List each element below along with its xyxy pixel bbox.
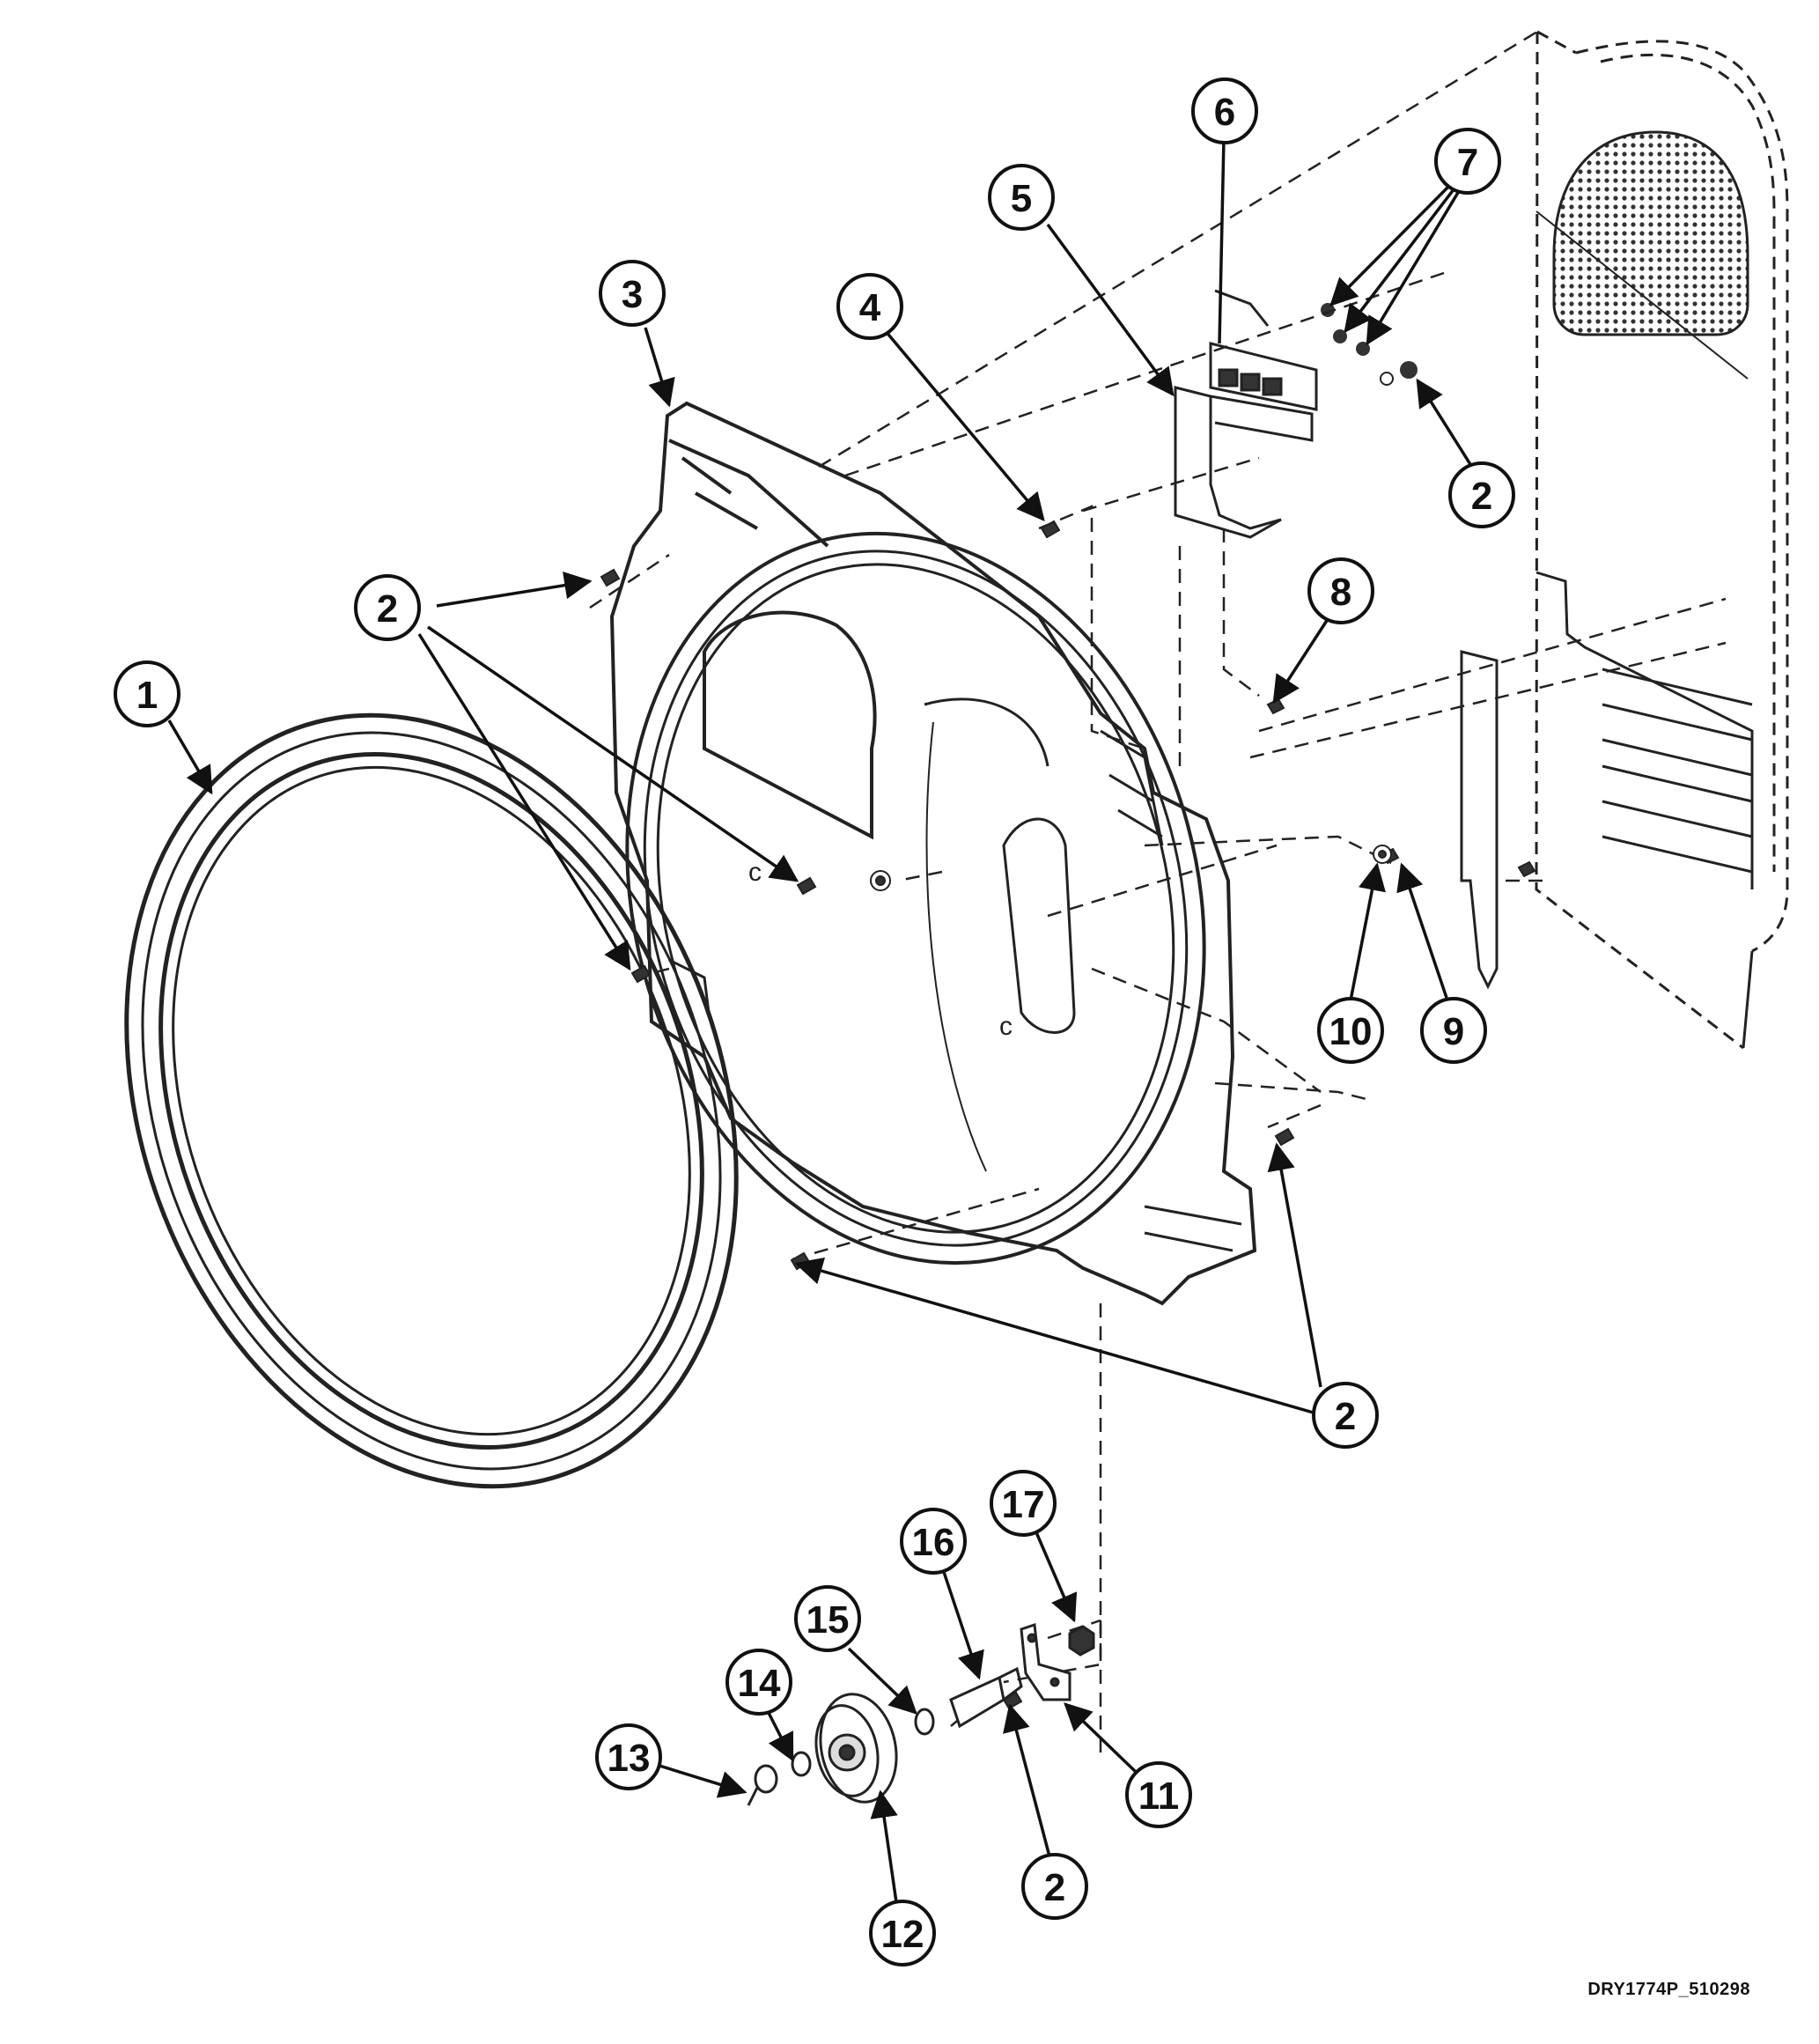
callout-3: 3 [599, 260, 666, 327]
callout-16: 16 [900, 1508, 967, 1575]
pointer-2e [1003, 1703, 1051, 1857]
drawing-reference-code: DRY1774P_510298 [1587, 1980, 1750, 1999]
callout-1: 1 [114, 660, 180, 727]
pointer-4 [883, 328, 1045, 522]
callout-11: 11 [1125, 1761, 1192, 1828]
pointer-2b [417, 633, 631, 971]
svg-text:11: 11 [1138, 1775, 1180, 1818]
callout-6: 6 [1191, 77, 1258, 144]
callout-9: 9 [1420, 997, 1487, 1064]
callout-2: 2 [1312, 1382, 1379, 1449]
pointer-6 [1218, 138, 1226, 344]
cabinet-slots [1535, 571, 1754, 889]
callout-10: 10 [1317, 997, 1384, 1064]
pointer-7c [1366, 186, 1463, 346]
svg-text:7: 7 [1457, 141, 1478, 184]
callout-14: 14 [725, 1649, 792, 1716]
callout-13: 13 [595, 1723, 662, 1790]
front-bulkhead: c c [609, 401, 1257, 1306]
svg-text:9: 9 [1443, 1010, 1464, 1053]
lint-screen-mesh [1535, 130, 1749, 380]
pointer-2a2 [427, 625, 799, 882]
svg-text:2: 2 [1044, 1866, 1065, 1909]
cabinet-side-panel [1535, 30, 1789, 1050]
callout-4: 4 [836, 273, 903, 340]
pointer-2a1 [436, 572, 593, 608]
pointer-16 [942, 1571, 984, 1680]
svg-text:1: 1 [136, 674, 158, 717]
svg-text:c: c [999, 1012, 1013, 1041]
pointer-17 [1035, 1531, 1078, 1623]
svg-text:8: 8 [1330, 571, 1351, 614]
pointer-2c [1416, 378, 1479, 476]
svg-text:5: 5 [1011, 177, 1032, 220]
svg-text:3: 3 [622, 273, 643, 316]
svg-text:10: 10 [1329, 1010, 1373, 1053]
pointer-2d [1267, 1142, 1322, 1388]
svg-text:15: 15 [806, 1598, 850, 1642]
pointer-8 [1272, 616, 1331, 705]
callout-pointers [167, 138, 1479, 1903]
pointer-15 [847, 1647, 917, 1715]
callout-bubbles: 1 2 2 2 2 2 3 4 5 [114, 77, 1515, 1967]
svg-text:13: 13 [608, 1737, 651, 1780]
screws [600, 520, 1536, 1710]
svg-text:14: 14 [738, 1662, 781, 1705]
pointer-7b [1344, 183, 1459, 334]
pointer-7a [1329, 179, 1456, 306]
terminal-block [1209, 289, 1318, 411]
pointer-3 [644, 327, 675, 408]
svg-text:6: 6 [1214, 91, 1235, 134]
callout-12: 12 [869, 1900, 936, 1967]
svg-text:12: 12 [881, 1913, 924, 1956]
pointer-10 [1349, 862, 1386, 1001]
callout-2: 2 [1021, 1853, 1088, 1920]
terminal-screws [1321, 303, 1418, 386]
pointer-9 [1396, 862, 1448, 999]
pointer-14 [767, 1712, 794, 1762]
svg-text:c: c [748, 858, 762, 887]
svg-text:2: 2 [1335, 1395, 1356, 1438]
mounting-bracket [1460, 650, 1499, 990]
svg-text:4: 4 [859, 286, 881, 329]
pointer-12 [870, 1789, 898, 1903]
pointer-11 [1064, 1702, 1138, 1774]
callout-8: 8 [1307, 557, 1374, 624]
callout-5: 5 [988, 164, 1055, 231]
svg-text:17: 17 [1002, 1483, 1045, 1526]
callout-15: 15 [794, 1585, 861, 1652]
callout-7: 7 [1434, 128, 1501, 195]
svg-text:2: 2 [1471, 475, 1492, 518]
callout-2: 2 [1448, 461, 1515, 528]
pointer-2d2 [794, 1257, 1317, 1415]
pointer-1 [167, 719, 213, 795]
svg-text:2: 2 [377, 587, 398, 631]
roller-assembly [747, 1622, 1095, 1806]
callout-17: 17 [990, 1470, 1057, 1537]
terminal-bracket [1174, 386, 1314, 539]
callout-2: 2 [354, 574, 421, 641]
door-seal-ring [124, 712, 739, 1489]
svg-text:16: 16 [912, 1521, 955, 1564]
pointer-13 [659, 1764, 747, 1798]
pointer-5 [1046, 223, 1175, 397]
